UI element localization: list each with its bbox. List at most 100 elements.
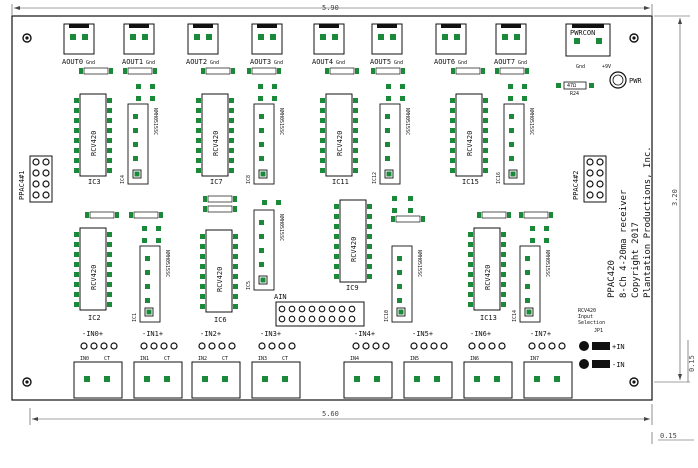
input-selection-jp: JP1 xyxy=(594,328,603,334)
input-label: -IN1+ xyxy=(142,330,163,338)
input-selection-plus: +IN xyxy=(612,343,625,351)
dc-module: NMH0515SC IC10 xyxy=(384,245,422,323)
rcv-ic-part: RCV420 xyxy=(466,131,474,156)
rcv-ic: RCV420 IC2 xyxy=(74,227,112,322)
mount-hole-tl xyxy=(22,33,32,43)
ain-header-label: AIN xyxy=(274,293,287,301)
power-resistor-value: 47Ω xyxy=(567,83,576,89)
input-selection: RCV420 Input Selection JP1 +IN -IN xyxy=(578,308,625,369)
input-jumper-pads xyxy=(80,342,566,350)
output-connector-6: AOUT6 Gnd xyxy=(434,23,467,66)
dc-module-ref: IC1 xyxy=(132,313,138,322)
input-label: -IN5+ xyxy=(412,330,433,338)
dim-top: 5.90 xyxy=(11,4,653,15)
power-gnd-label: Gnd xyxy=(576,64,585,70)
output-gnd-label: Gnd xyxy=(518,60,527,66)
product-line-2: 8-Ch 4-20ma receiver xyxy=(619,189,629,298)
rcv-ic-ref: IC2 xyxy=(88,314,101,322)
board-outline xyxy=(11,15,653,401)
input-terminal-a: IN5 xyxy=(410,356,419,362)
dim-right-label: 3.20 xyxy=(671,189,679,206)
input-terminal: IN5 xyxy=(403,356,453,399)
output-label: AOUT0 xyxy=(62,58,83,66)
input-label: -IN4+ xyxy=(354,330,375,338)
input-label: -IN2+ xyxy=(200,330,221,338)
output-connector-4: AOUT4 Gnd xyxy=(312,23,345,66)
mount-hole-tr xyxy=(629,33,639,43)
dim-bottom-label: 5.60 xyxy=(322,410,339,418)
output-gnd-label: Gnd xyxy=(394,60,403,66)
dc-module-ref: IC14 xyxy=(512,310,518,322)
dc-module-ref: IC16 xyxy=(496,172,502,184)
rcv-ic: RCV420 IC9 xyxy=(334,199,372,292)
output-connector-2: AOUT2 Gnd xyxy=(186,23,219,66)
input-terminal: IN6 xyxy=(463,356,513,399)
rcv-ic: RCV420 IC13 xyxy=(468,227,506,322)
input-label: -IN7+ xyxy=(530,330,551,338)
rcv-ic-ref: IC11 xyxy=(332,178,349,186)
input-terminal: IN7 xyxy=(523,356,573,399)
dim-right-small-label: 0.15 xyxy=(688,355,696,372)
dc-module-part: NMH0515SC xyxy=(278,214,284,241)
input-selection-title: RCV420 xyxy=(578,308,596,314)
output-gnd-label: Gnd xyxy=(86,60,95,66)
ain-header: AIN xyxy=(274,293,365,327)
product-text: PPAC420 8-Ch 4-20ma receiver Copyright 2… xyxy=(607,146,653,298)
rcv-ic-part: RCV420 xyxy=(90,265,98,290)
dc-module: NMH0515SC IC16 xyxy=(496,103,534,185)
rcv-ics: RCV420 IC3 RCV420 IC7 RCV420 IC11 RCV420… xyxy=(74,93,506,324)
dc-module-ref: IC8 xyxy=(246,175,252,184)
input-terminal-a: IN1 xyxy=(140,356,149,362)
input-terminal-a: IN6 xyxy=(470,356,479,362)
output-connector-5: AOUT5 Gnd xyxy=(370,23,403,66)
product-line-1: PPAC420 xyxy=(607,260,617,298)
input-terminal-a: IN3 xyxy=(258,356,267,362)
input-terminal-b: CT xyxy=(222,356,228,362)
output-connector-0: AOUT0 Gnd xyxy=(62,23,95,66)
ppac-header-2-label: PPAC4#2 xyxy=(572,170,580,200)
input-labels-row: -IN0+ -IN1+ -IN2+ -IN3+ -IN4+ -IN5+ -IN6… xyxy=(82,330,551,338)
output-connector-3: AOUT3 Gnd xyxy=(250,23,283,66)
output-label: AOUT6 xyxy=(434,58,455,66)
input-terminal-b: CT xyxy=(282,356,288,362)
power-led: PWR 47Ω R24 xyxy=(556,71,642,97)
mount-hole-bl xyxy=(22,377,32,387)
dc-module: NMH0515SC IC14 xyxy=(512,245,550,323)
dc-module-ref: IC4 xyxy=(120,175,126,184)
mid-passives xyxy=(85,195,553,243)
output-label: AOUT1 xyxy=(122,58,143,66)
input-terminal-a: IN7 xyxy=(530,356,539,362)
ppac-header-1: PPAC4#1 xyxy=(18,155,53,203)
output-gnd-label: Gnd xyxy=(274,60,283,66)
input-label: -IN3+ xyxy=(260,330,281,338)
ppac-header-1-label: PPAC4#1 xyxy=(18,170,26,200)
rcv-ic: RCV420 IC7 xyxy=(196,93,234,186)
top-passives xyxy=(79,67,529,101)
input-terminals: IN0 CT IN1 CT IN2 CT IN3 CT IN4 xyxy=(73,356,573,399)
dim-corner-label: 0.15 xyxy=(660,432,677,440)
dc-module-ref: IC10 xyxy=(384,310,390,322)
dc-module: NMH0515SC IC12 xyxy=(372,103,410,185)
dc-module: NMH0515SC IC1 xyxy=(132,245,170,323)
output-label: AOUT3 xyxy=(250,58,271,66)
output-connectors: AOUT0 Gnd AOUT1 Gnd AOUT2 Gnd AOUT3 Gnd xyxy=(62,23,527,66)
input-terminal-a: IN4 xyxy=(350,356,359,362)
output-label: AOUT2 xyxy=(186,58,207,66)
dc-module-part: NMH0515SC xyxy=(164,250,170,277)
dc-module-part: NMH0515SC xyxy=(416,250,422,277)
dc-module: NMH0515SC IC4 xyxy=(120,103,158,185)
dc-module-part: NMH0515SC xyxy=(404,108,410,135)
output-gnd-label: Gnd xyxy=(458,60,467,66)
rcv-ic-ref: IC9 xyxy=(346,284,359,292)
rcv-ic-ref: IC15 xyxy=(462,178,479,186)
output-label: AOUT7 xyxy=(494,58,515,66)
dim-bottom: 5.60 0.15 xyxy=(29,404,694,444)
rcv-ic-ref: IC13 xyxy=(480,314,497,322)
input-label: -IN6+ xyxy=(470,330,491,338)
product-line-4: Plantation Productions, Inc. xyxy=(643,146,653,298)
output-connector-7: AOUT7 Gnd xyxy=(494,23,527,66)
input-terminal: IN2 CT xyxy=(191,356,241,399)
rcv-ic: RCV420 IC6 xyxy=(200,229,238,324)
